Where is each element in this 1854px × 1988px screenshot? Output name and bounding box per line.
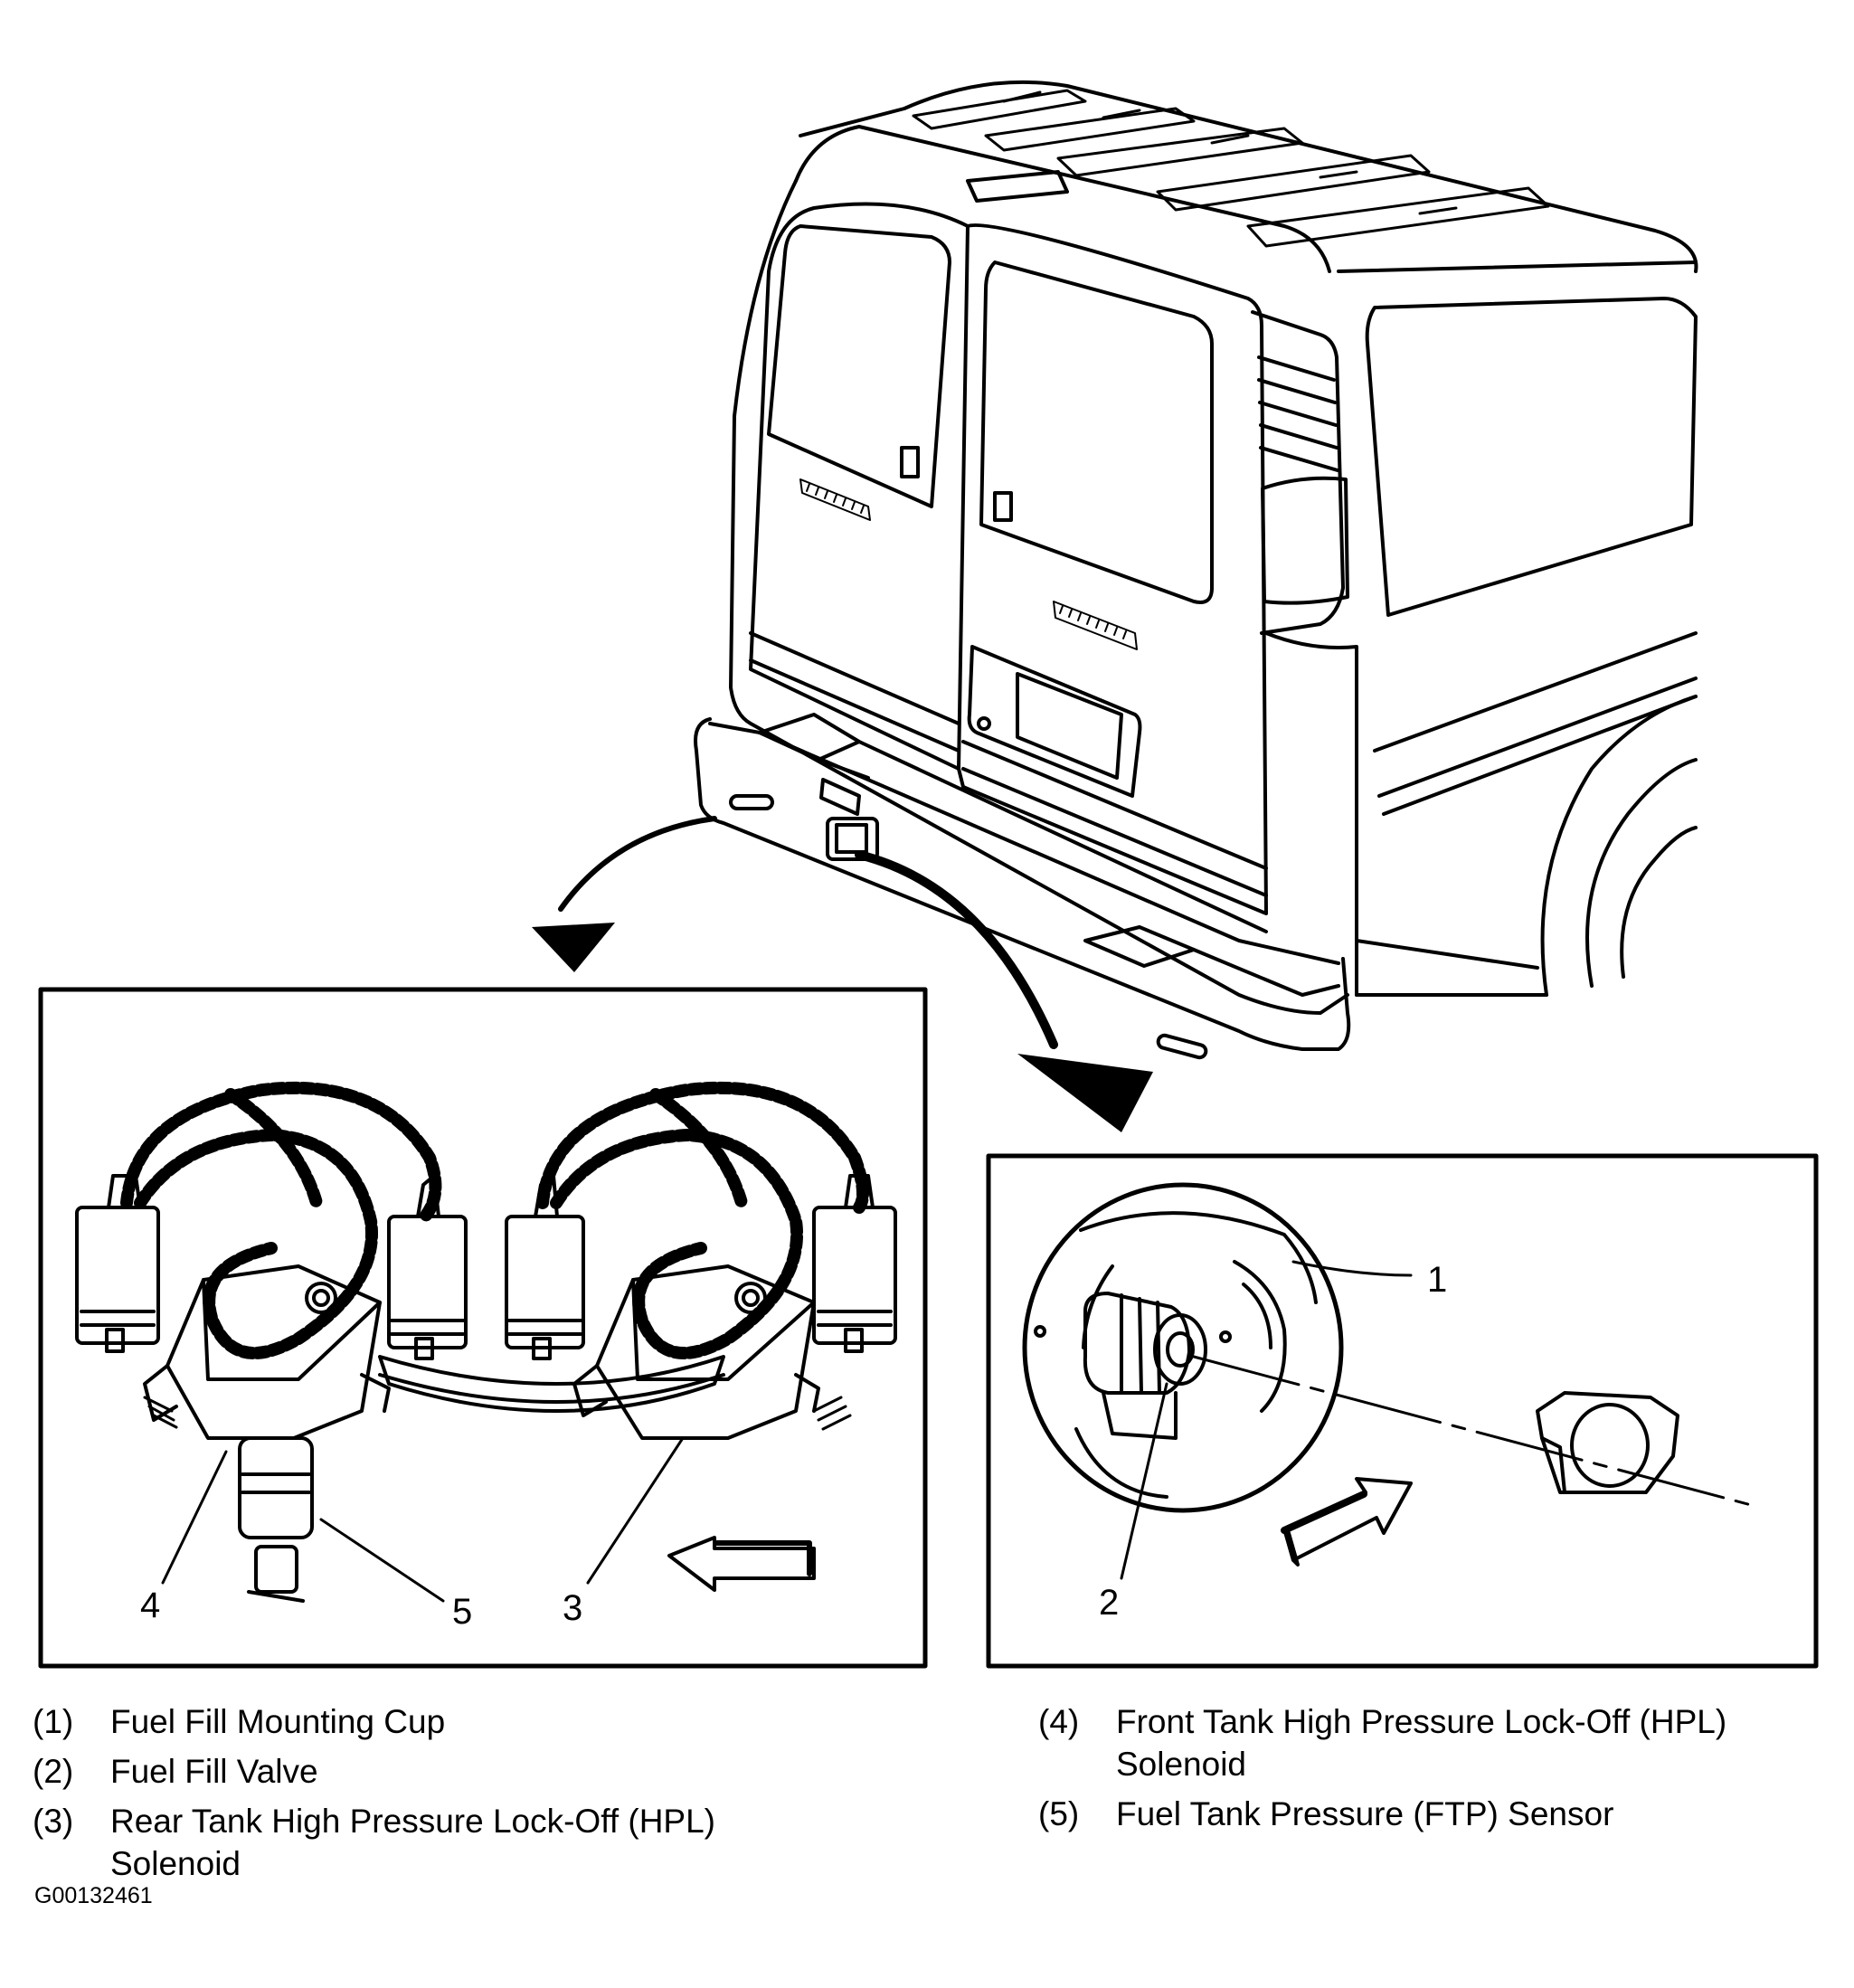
callout-5: 5 <box>452 1592 473 1632</box>
legend-item-3: (3) Rear Tank High Pressure Lock-Off (HP… <box>33 1800 743 1885</box>
legend-number: (2) <box>33 1753 74 1790</box>
legend-text: Front Tank High Pressure Lock-Off (HPL) … <box>1116 1703 1727 1783</box>
legend-text: Fuel Fill Valve <box>110 1753 318 1790</box>
callout-1: 1 <box>1427 1260 1448 1300</box>
legend-number: (3) <box>33 1803 74 1840</box>
left-detail-box <box>38 987 928 1669</box>
legend-number: (4) <box>1038 1703 1080 1740</box>
legend-number: (1) <box>33 1703 74 1740</box>
legend-item-5: (5) Fuel Tank Pressure (FTP) Sensor <box>1038 1793 1834 1835</box>
legend-text: Fuel Tank Pressure (FTP) Sensor <box>1116 1795 1614 1832</box>
legend-item-2: (2) Fuel Fill Valve <box>33 1750 847 1793</box>
legend-text: Fuel Fill Mounting Cup <box>110 1703 446 1740</box>
legend-text: Rear Tank High Pressure Lock-Off (HPL) S… <box>110 1803 715 1882</box>
legend-left: (1) Fuel Fill Mounting Cup (2) Fuel Fill… <box>33 1700 847 1885</box>
legend-item-1: (1) Fuel Fill Mounting Cup <box>33 1700 847 1743</box>
van-illustration <box>694 80 1698 1060</box>
legend-right: (4) Front Tank High Pressure Lock-Off (H… <box>1038 1700 1834 1835</box>
callout-3: 3 <box>563 1588 583 1628</box>
callout-2: 2 <box>1099 1583 1120 1623</box>
legend-item-4: (4) Front Tank High Pressure Lock-Off (H… <box>1038 1700 1854 1785</box>
right-detail-box <box>986 1153 1819 1669</box>
figure-id: G00132461 <box>34 1883 153 1908</box>
callout-4: 4 <box>140 1586 161 1625</box>
callout-arrows <box>532 816 1153 1132</box>
legend-number: (5) <box>1038 1795 1080 1832</box>
